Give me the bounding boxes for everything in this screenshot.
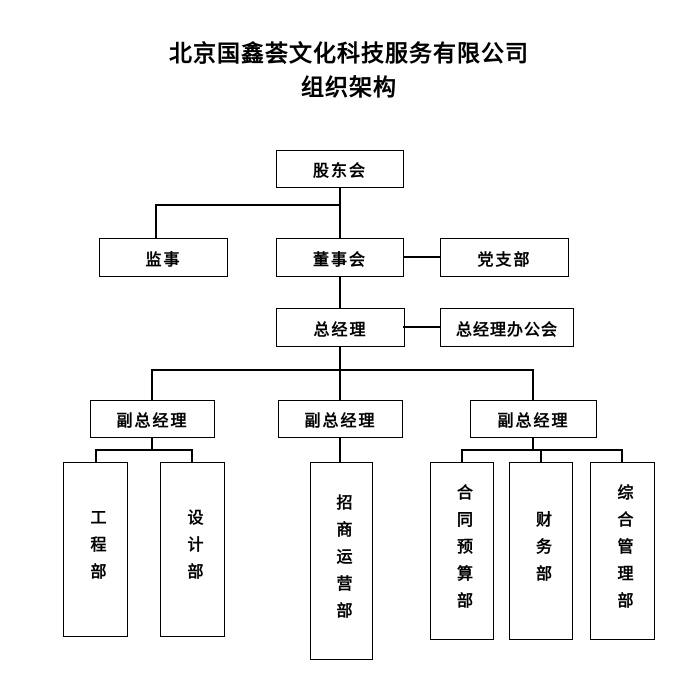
connector-left-deputy-stem [151,438,153,450]
connector-finance-drop [540,449,542,462]
connector-gm-stem [339,346,341,371]
org-node-shareholders: 股东会 [276,150,404,188]
connector-branch-supervisor-horizontal [155,204,340,206]
engineering-dept-label: 工程部 [87,509,105,590]
org-node-party-branch: 党支部 [440,238,569,277]
general-management-dept-label: 综合管理部 [614,483,632,619]
connector-deputy-gm-rail [152,369,534,371]
page-title-line1: 北京国鑫荟文化科技服务有限公司 [169,40,529,66]
org-node-supervisor: 监事 [99,238,228,277]
org-node-investment-operations-dept: 招商运营部 [310,462,373,660]
connector-engineering-drop [95,449,97,462]
org-node-general-management-dept: 综合管理部 [590,462,655,640]
page-title-line2: 组织架构 [301,74,397,100]
org-node-engineering-dept: 工程部 [63,462,128,637]
org-node-general-manager: 总经理 [276,308,405,347]
org-node-deputy-gm-left: 副总经理 [90,400,215,438]
connector-design-drop [191,449,193,462]
connector-shareholders-board [339,188,341,238]
connector-contract-budget-drop [461,449,463,462]
connector-board-gm [339,276,341,308]
contract-budget-dept-label: 合同预算部 [454,483,471,619]
connector-right-deputy-stem [532,438,534,450]
investment-operations-dept-label: 招商运营部 [333,493,351,629]
connector-deputy-gm-left-drop [151,369,153,400]
org-node-deputy-gm-middle: 副总经理 [278,400,403,438]
org-node-design-dept: 设计部 [160,462,225,637]
connector-deputy-gm-middle-drop [339,369,341,400]
connector-gm-gm-office [403,326,440,328]
org-node-gm-office: 总经理办公会 [440,308,574,347]
org-node-contract-budget-dept: 合同预算部 [430,462,494,640]
connector-board-party-branch [403,256,440,258]
connector-investment-operations-drop [339,438,341,462]
org-node-finance-dept: 财务部 [509,462,573,640]
connector-left-departments-rail [95,449,193,451]
page-title: 北京国鑫荟文化科技服务有限公司 组织架构 [0,36,698,104]
org-node-deputy-gm-right: 副总经理 [470,400,597,438]
connector-right-departments-rail [461,449,622,451]
org-node-board: 董事会 [276,238,404,277]
connector-deputy-gm-right-drop [532,369,534,400]
design-dept-label: 设计部 [184,509,202,590]
connector-branch-supervisor-vertical [155,204,157,238]
connector-general-management-drop [621,449,623,462]
finance-dept-label: 财务部 [533,510,550,592]
